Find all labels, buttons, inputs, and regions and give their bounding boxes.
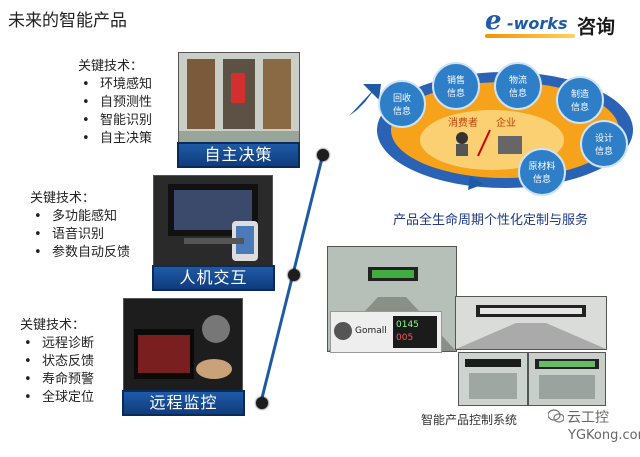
tech-item: 语音识别	[30, 226, 130, 244]
caption-autonomous-decision: 自主决策	[177, 142, 300, 168]
eworks-logo: e -works 咨询	[485, 6, 635, 42]
logo-swoosh	[485, 34, 575, 38]
platform-display-photo	[455, 296, 607, 350]
tech-item: 智能识别	[78, 112, 152, 130]
gomall-readout: 0145	[396, 320, 419, 330]
gomall-screen: 0145 005	[393, 316, 437, 348]
caption-remote-monitoring: 远程监控	[122, 390, 245, 416]
watermark-url: YGKong.com	[568, 428, 640, 443]
gomall-readout-2: 005	[396, 333, 414, 343]
lifecycle-diagram: 回收 信息 销售 信息 物流 信息 制造 信息 设计 信息 原材料 信息 消费者…	[360, 48, 638, 198]
center-consumer: 消费者	[448, 118, 478, 129]
tech-item: 全球定位	[20, 389, 94, 407]
timeline-dot-3	[256, 397, 268, 409]
node-sales-info: 销售 信息	[432, 62, 480, 110]
arrow-icon	[349, 84, 381, 116]
control-system-caption: 智能产品控制系统	[421, 413, 518, 427]
logo-mark: e	[485, 6, 502, 36]
section-3-header: 关键技术：	[20, 318, 86, 333]
tech-item: 多功能感知	[30, 208, 130, 226]
tech-item: 环境感知	[78, 76, 152, 94]
wechat-icon	[547, 408, 565, 423]
gomall-icon	[334, 322, 352, 340]
train-door-photo	[178, 52, 300, 144]
node-manufacturing-info: 制造 信息	[556, 76, 604, 124]
page-title: 未来的智能产品	[8, 11, 127, 31]
timeline-dot-2	[288, 269, 300, 281]
tech-item: 远程诊断	[20, 335, 94, 353]
train-interior-photo	[458, 352, 528, 406]
center-enterprise: 企业	[496, 118, 516, 129]
tech-item: 寿命预警	[20, 371, 94, 389]
car-dashboard-photo	[123, 298, 243, 392]
section-2-header: 关键技术：	[30, 191, 96, 206]
gomall-brand: Gomall	[355, 326, 387, 336]
section-1-tech: 关键技术： 环境感知 自预测性 智能识别 自主决策	[78, 58, 152, 148]
watermark-name: 云工控	[567, 410, 609, 426]
section-2-tech: 关键技术： 多功能感知 语音识别 参数自动反馈	[30, 190, 130, 262]
tech-item: 自主决策	[78, 130, 152, 148]
section-1-header: 关键技术：	[78, 59, 144, 74]
consumer-enterprise-icon	[456, 129, 522, 157]
caption-human-machine: 人机交互	[152, 265, 275, 291]
tech-item: 参数自动反馈	[30, 244, 130, 262]
gomall-display: Gomall 0145 005	[330, 311, 442, 353]
section-3-tech: 关键技术： 远程诊断 状态反馈 寿命预警 全球定位	[20, 317, 94, 407]
node-recycle-info: 回收 信息	[378, 80, 426, 128]
tech-item: 状态反馈	[20, 353, 94, 371]
lifecycle-caption: 产品全生命周期个性化定制与服务	[393, 213, 589, 228]
tech-item: 自预测性	[78, 94, 152, 112]
timeline-dot-1	[317, 149, 329, 161]
logo-brand: 咨询	[577, 16, 616, 38]
node-logistics-info: 物流 信息	[494, 62, 542, 110]
logo-word: -works	[507, 14, 568, 33]
carriage-display-photo	[528, 352, 606, 406]
tv-phone-photo	[153, 175, 273, 267]
node-raw-material-info: 原材料 信息	[518, 148, 566, 196]
node-design-info: 设计 信息	[580, 120, 628, 168]
